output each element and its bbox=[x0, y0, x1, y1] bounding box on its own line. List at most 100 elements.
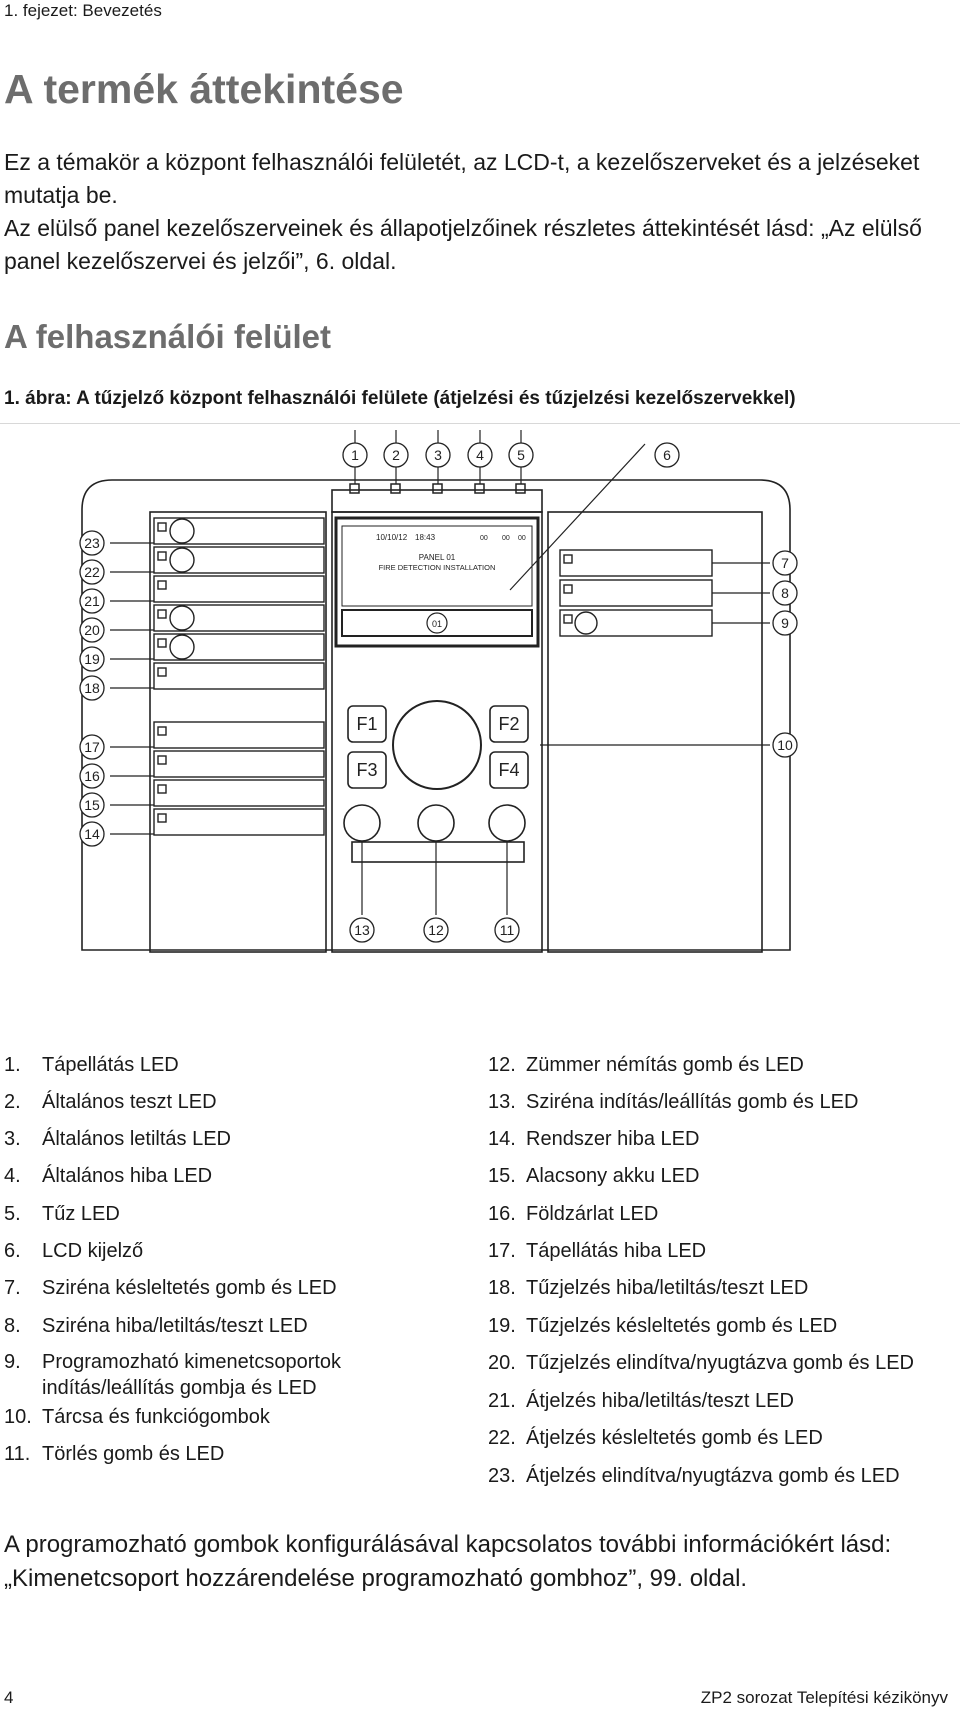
lcd-badge-ring bbox=[426, 612, 448, 634]
callout-circle-10 bbox=[772, 732, 798, 758]
callout-label-10: 10 bbox=[777, 737, 793, 753]
legend-item: 5.Tűz LED bbox=[4, 1201, 120, 1227]
legend-item-number: 3. bbox=[4, 1128, 21, 1150]
legend-item-text: Alacsony akku LED bbox=[526, 1165, 700, 1187]
callout-circle-6 bbox=[654, 442, 680, 468]
left-button-rows bbox=[153, 517, 325, 836]
legend-item-text: Általános hiba LED bbox=[42, 1165, 213, 1187]
legend-item-text: Átjelzés hiba/letiltás/teszt LED bbox=[526, 1390, 794, 1412]
f4-label: F4 bbox=[498, 760, 519, 780]
legend-item-number: 19. bbox=[488, 1315, 516, 1337]
callout-label-16: 16 bbox=[84, 768, 100, 784]
figure-caption: 1. ábra: A tűzjelző központ felhasználói… bbox=[4, 388, 796, 409]
panel-diagram: 10/10/12 18:43 00 00 00 PANEL 01 FIRE DE… bbox=[79, 430, 798, 953]
right-panel-zone bbox=[547, 511, 763, 953]
callout-circle-7 bbox=[772, 550, 798, 576]
legend-item-number: 7. bbox=[4, 1277, 21, 1299]
page-number: 4 bbox=[4, 1688, 14, 1707]
panel-housing bbox=[81, 479, 791, 951]
lcd-date: 10/10/12 bbox=[376, 533, 408, 542]
lcd-count-2: 00 bbox=[502, 535, 510, 542]
lcd-frame bbox=[334, 516, 540, 648]
callout-label-17: 17 bbox=[84, 739, 100, 755]
f1-key bbox=[347, 705, 387, 743]
legend-item: 18.Tűzjelzés hiba/letiltás/teszt LED bbox=[488, 1275, 808, 1301]
legend-item: 15. Alacsony akku LED bbox=[488, 1163, 699, 1189]
callout-circle-21 bbox=[79, 588, 105, 614]
legend-item-number: 20. bbox=[488, 1352, 516, 1374]
f3-key bbox=[347, 751, 387, 789]
callout-circle-18 bbox=[79, 675, 105, 701]
lcd-badge: 01 bbox=[432, 619, 442, 629]
left-panel-zone bbox=[149, 511, 327, 953]
legend-item-number: 15. bbox=[488, 1165, 516, 1187]
legend-item: 8.Sziréna hiba/letiltás/teszt LED bbox=[4, 1313, 308, 1339]
legend-item: 11.Törlés gomb és LED bbox=[4, 1441, 224, 1467]
callout-label-13: 13 bbox=[354, 922, 370, 938]
manual-title: ZP2 sorozat Telepítési kézikönyv bbox=[700, 1688, 948, 1707]
callout-label-6: 6 bbox=[663, 447, 671, 463]
button-11 bbox=[488, 804, 526, 842]
callout-label-12: 12 bbox=[428, 922, 444, 938]
legend-item-number: 8. bbox=[4, 1315, 21, 1337]
legend-item: 21.Átjelzés hiba/letiltás/teszt LED bbox=[488, 1388, 794, 1414]
callout-label-9: 9 bbox=[781, 615, 789, 631]
legend-item: 16. Földzárlat LED bbox=[488, 1201, 658, 1227]
legend-item-text: Tűzjelzés elindítva/nyugtázva gomb és LE… bbox=[526, 1352, 914, 1374]
led-4 bbox=[474, 483, 485, 494]
section-subtitle: A felhasználói felület bbox=[4, 318, 332, 355]
legend-item-number: 2. bbox=[4, 1091, 21, 1113]
legend-item-text: Sziréna késleltetés gomb és LED bbox=[42, 1277, 337, 1299]
intro-text: Ez a témakör a központ felhasználói felü… bbox=[4, 146, 954, 278]
legend-item-number: 16. bbox=[488, 1203, 516, 1225]
callout-circle-1 bbox=[342, 442, 368, 468]
intro-paragraph-2: Az elülső panel kezelőszerveinek és álla… bbox=[4, 215, 922, 274]
callout-circle-19 bbox=[79, 646, 105, 672]
legend-item-text: LCD kijelző bbox=[42, 1240, 144, 1262]
legend-item-text: Törlés gomb és LED bbox=[42, 1443, 225, 1465]
callout-circle-11 bbox=[494, 917, 520, 943]
callout-circle-20 bbox=[79, 617, 105, 643]
legend-item-text: Átjelzés elindítva/nyugtázva gomb és LED bbox=[526, 1465, 900, 1487]
legend-item-text: Tápellátás hiba LED bbox=[526, 1240, 707, 1262]
callout-label-22: 22 bbox=[84, 564, 100, 580]
callout-circle-4 bbox=[467, 442, 493, 468]
led-1 bbox=[349, 483, 360, 494]
legend-item-number: 17. bbox=[488, 1240, 516, 1262]
lcd-count-1: 00 bbox=[480, 535, 488, 542]
legend-item-text: Földzárlat LED bbox=[526, 1203, 659, 1225]
legend-item: 2. Általános teszt LED bbox=[4, 1089, 217, 1115]
lcd-count-3: 00 bbox=[518, 535, 526, 542]
legend-item-text: Zümmer némítás gomb és LED bbox=[526, 1054, 804, 1076]
button-12 bbox=[417, 804, 455, 842]
center-panel-zone bbox=[331, 511, 543, 953]
callout-label-7: 7 bbox=[781, 555, 789, 571]
callout-label-20: 20 bbox=[84, 622, 100, 638]
callout-label-3: 3 bbox=[434, 447, 442, 463]
legend-item-text: Általános teszt LED bbox=[42, 1091, 217, 1113]
legend-item: 17. Tápellátás hiba LED bbox=[488, 1238, 706, 1264]
callout-circle-13 bbox=[349, 917, 375, 943]
lcd-bottom-bar bbox=[341, 609, 533, 637]
legend-item: 10.Tárcsa és funkciógombok bbox=[4, 1404, 270, 1430]
legend-item: 20. Tűzjelzés elindítva/nyugtázva gomb és… bbox=[488, 1350, 914, 1376]
legend-item-number: 1. bbox=[4, 1054, 21, 1076]
callout-label-5: 5 bbox=[517, 447, 525, 463]
f2-label: F2 bbox=[498, 714, 519, 734]
callout-label-11: 11 bbox=[500, 922, 515, 938]
chapter-header: 1. fejezet: Bevezetés bbox=[4, 1, 162, 20]
callout-label-2: 2 bbox=[392, 447, 400, 463]
legend-item-number: 18. bbox=[488, 1277, 516, 1299]
legend-item: 14.Rendszer hiba LED bbox=[488, 1126, 699, 1152]
legend-item: 19.Tűzjelzés késleltetés gomb és LED bbox=[488, 1313, 837, 1339]
intro-paragraph-1: Ez a témakör a központ felhasználói felü… bbox=[4, 149, 920, 208]
legend-item: 9.Programozható kimenetcsoportok indítás… bbox=[4, 1349, 424, 1401]
legend-item: 6.LCD kijelző bbox=[4, 1238, 143, 1264]
legend-item: 1.Tápellátás LED bbox=[4, 1052, 179, 1078]
f3-label: F3 bbox=[356, 760, 377, 780]
legend-item-number: 14. bbox=[488, 1128, 516, 1150]
callout-label-18: 18 bbox=[84, 680, 100, 696]
callout-label-4: 4 bbox=[476, 447, 484, 463]
legend-item-text: Átjelzés késleltetés gomb és LED bbox=[526, 1427, 823, 1449]
